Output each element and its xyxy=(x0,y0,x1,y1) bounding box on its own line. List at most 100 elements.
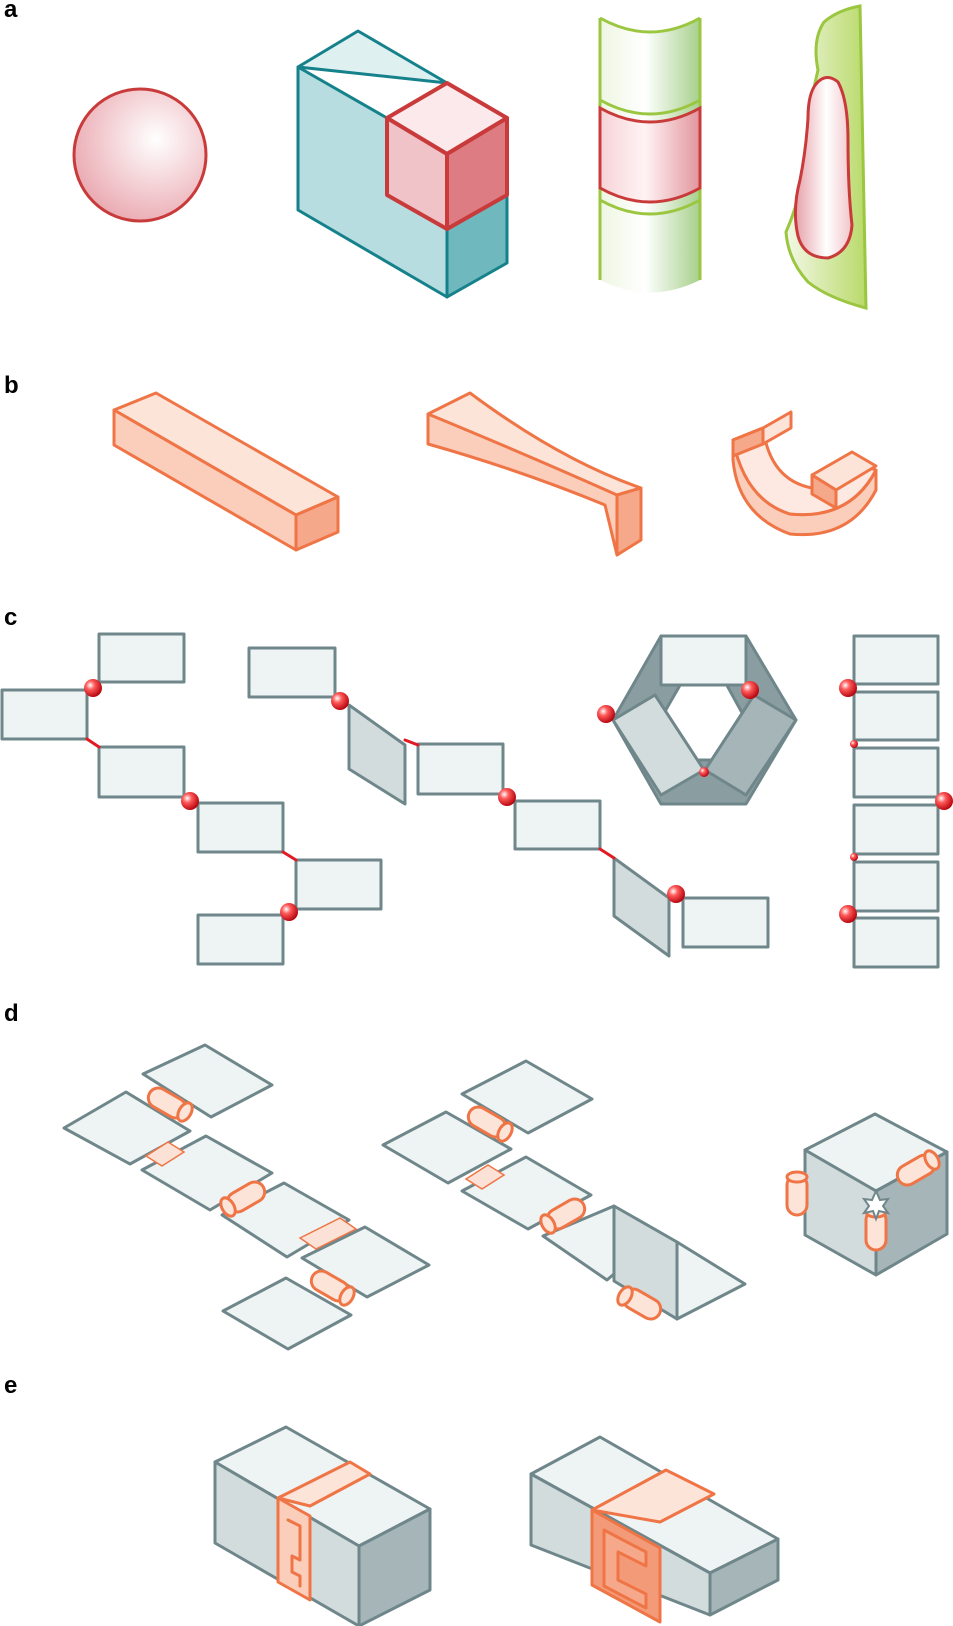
hinge-joint xyxy=(498,788,516,806)
hex-tile-top xyxy=(659,634,748,687)
cylinder-hinge xyxy=(616,1285,663,1321)
cell-on-curved-surface xyxy=(784,4,868,310)
band-lower-rim-green xyxy=(599,198,701,216)
half-ring xyxy=(731,410,878,537)
cylinder-hinge xyxy=(146,1086,194,1123)
joined-blocks-1 xyxy=(213,1425,432,1626)
panel-d xyxy=(62,1043,949,1351)
chain1-tile xyxy=(196,801,285,854)
hinge-joint xyxy=(181,792,199,810)
hinge-strip xyxy=(144,1141,186,1167)
chain1-tile xyxy=(294,858,383,911)
hinge-joint xyxy=(84,679,102,697)
cylinder-hinge xyxy=(895,1149,941,1187)
hinge-joint xyxy=(667,885,685,903)
half-ring-right-end xyxy=(810,473,838,510)
hexagonal-ring xyxy=(611,634,798,806)
connector-notch xyxy=(286,1518,302,1588)
hinge-strip xyxy=(298,1217,358,1250)
stack-tile xyxy=(852,690,940,742)
bar-end-face xyxy=(294,495,340,552)
rhombus-tile xyxy=(381,1110,513,1185)
panel-c-joints xyxy=(84,679,953,923)
cube-in-tissue xyxy=(296,29,509,299)
chain1-link xyxy=(85,737,101,749)
vertical-stack xyxy=(852,634,940,969)
hinge-joint xyxy=(331,692,349,710)
panel-b xyxy=(112,391,878,557)
folded-cube xyxy=(803,1112,949,1277)
chain1-link xyxy=(281,850,298,862)
panel-label-e: e xyxy=(4,1372,18,1399)
panel-c xyxy=(0,632,940,969)
band-upper-rim xyxy=(599,98,701,116)
cylinder-hinge xyxy=(309,1269,356,1307)
stack-tile xyxy=(852,916,940,969)
chain2-tile xyxy=(416,742,505,796)
chain1-tile xyxy=(97,632,186,684)
panel-d-hinges xyxy=(144,1086,941,1321)
rhombus-tile xyxy=(221,1276,353,1351)
chain1-tile xyxy=(97,745,186,799)
chain2-link xyxy=(403,738,420,747)
sphere-cell xyxy=(72,87,208,223)
star-gap xyxy=(861,1188,891,1222)
joined-blocks-2 xyxy=(529,1435,780,1624)
rhombus-tile xyxy=(675,1240,747,1321)
chain2-folded-tile xyxy=(612,856,671,958)
cylinder-top-rim xyxy=(599,16,701,34)
half-ring-inner-surface xyxy=(731,426,878,517)
twisted-bar-end xyxy=(615,486,643,557)
stack-tile xyxy=(852,803,940,856)
block-end xyxy=(708,1537,780,1617)
hinge-joint xyxy=(935,792,953,810)
hinge-joint xyxy=(741,681,759,699)
rhombus-chain-2 xyxy=(381,1059,747,1321)
twisted-bar xyxy=(426,391,643,557)
panel-label-a: a xyxy=(4,0,18,23)
chain2-folded-tile xyxy=(347,703,407,806)
cylinder-hinge xyxy=(539,1197,587,1235)
elongated-cell xyxy=(793,76,854,260)
panel-label-b: b xyxy=(4,372,19,399)
chain2-tile xyxy=(681,896,770,949)
chain2-link xyxy=(598,847,616,860)
hinge-joint xyxy=(699,767,709,777)
hinge-joint xyxy=(850,853,858,861)
panel-label-c: c xyxy=(4,604,18,631)
cylinder-hinge xyxy=(219,1180,267,1218)
hinge-joint xyxy=(839,905,857,923)
hinge-joint xyxy=(597,705,615,723)
connector-front xyxy=(276,1496,312,1602)
hinge-joint xyxy=(839,679,857,697)
zigzag-chain xyxy=(0,632,383,966)
cylinder-hinge xyxy=(466,1105,514,1143)
panel-label-d: d xyxy=(4,1000,19,1027)
chain2-tile xyxy=(513,799,602,851)
rhombus-tile xyxy=(62,1090,192,1166)
half-ring-left-end xyxy=(731,426,765,458)
panel-a xyxy=(72,4,868,310)
rhombus-tile xyxy=(460,1059,594,1135)
connector-slot xyxy=(602,1528,648,1610)
cube-right-face xyxy=(445,116,509,231)
cylinder-with-band xyxy=(598,16,702,293)
hinge-joint xyxy=(280,903,298,921)
chain1-tile xyxy=(0,688,89,741)
chain2-tile xyxy=(247,646,337,699)
stack-tile xyxy=(852,634,940,686)
block-end xyxy=(357,1507,432,1626)
hinge-strip xyxy=(464,1164,506,1190)
hinge-joint xyxy=(850,740,858,748)
panel-e xyxy=(213,1425,780,1626)
stack-tile xyxy=(852,860,940,913)
cylinder-hinge xyxy=(785,1170,809,1217)
ring-band xyxy=(598,105,702,204)
connector-top xyxy=(590,1468,716,1524)
stack-tile xyxy=(852,746,940,799)
chain1-tile xyxy=(196,913,285,966)
straight-bar xyxy=(112,391,340,552)
connector-top xyxy=(276,1460,372,1508)
folded-chain xyxy=(247,646,770,958)
